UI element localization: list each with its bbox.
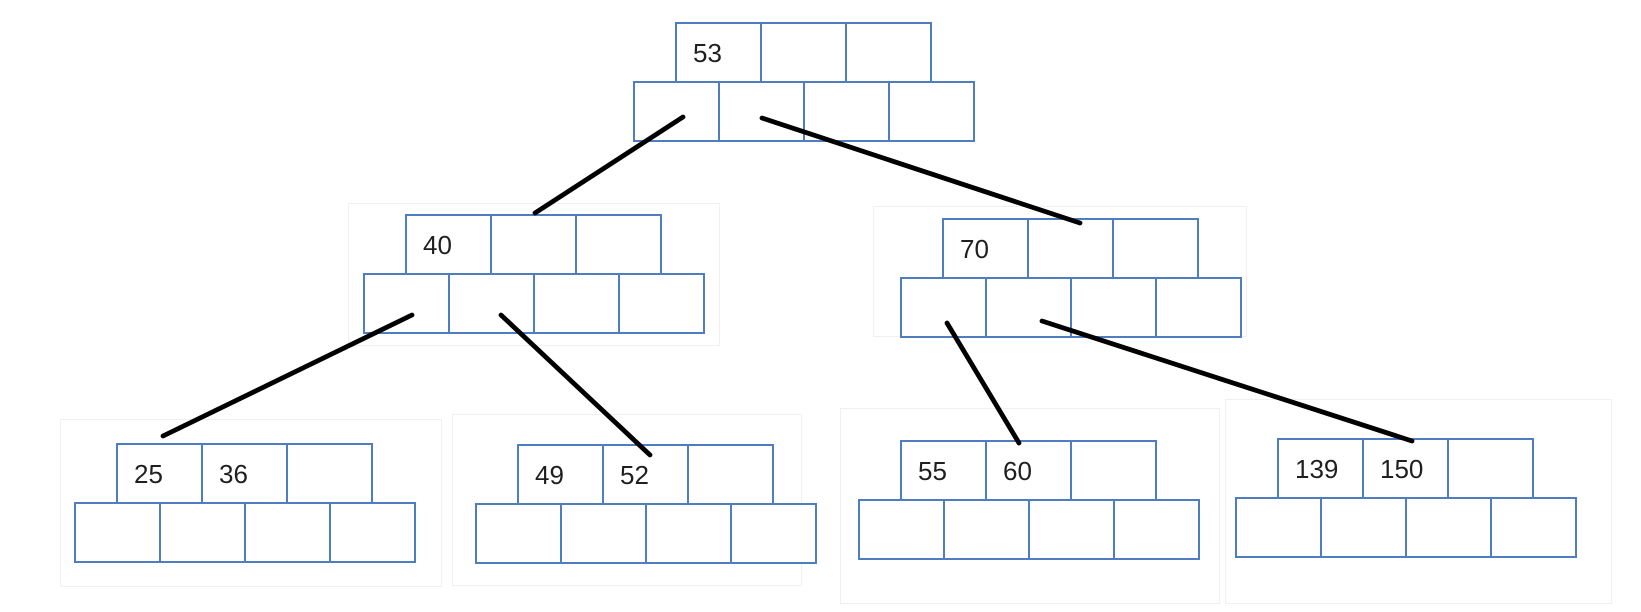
key-cell: 25	[116, 443, 203, 504]
pointer-row	[1235, 497, 1577, 558]
pointer-cell	[858, 499, 945, 560]
pointer-cell	[985, 277, 1072, 338]
pointer-cell	[1155, 277, 1242, 338]
key-value: 60	[1003, 455, 1032, 486]
key-value: 52	[620, 459, 649, 490]
key-cell: 36	[201, 443, 288, 504]
key-cell: 150	[1362, 438, 1449, 499]
pointer-cell	[1235, 497, 1322, 558]
key-cell: 60	[985, 440, 1072, 501]
pointer-row	[74, 502, 416, 563]
key-value: 139	[1295, 453, 1339, 484]
key-value: 150	[1380, 453, 1424, 484]
key-cell: 139	[1277, 438, 1364, 499]
pointer-cell	[943, 499, 1030, 560]
pointer-row	[363, 273, 705, 334]
key-value: 25	[134, 458, 163, 489]
key-cell: 53	[675, 22, 762, 83]
key-row: 55 60	[900, 440, 1200, 501]
pointer-cell	[475, 503, 562, 564]
key-cell	[1112, 218, 1199, 279]
key-value: 49	[535, 459, 564, 490]
pointer-row	[858, 499, 1200, 560]
key-row: 53	[675, 22, 975, 83]
key-value: 55	[918, 455, 947, 486]
pointer-cell	[363, 273, 450, 334]
key-cell	[845, 22, 932, 83]
pointer-cell	[1490, 497, 1577, 558]
key-value: 70	[960, 233, 989, 264]
key-cell: 55	[900, 440, 987, 501]
btree-node-55-60: 55 60	[858, 440, 1200, 560]
pointer-cell	[560, 503, 647, 564]
pointer-row	[900, 277, 1242, 338]
btree-node-139-150: 139 150	[1235, 438, 1577, 558]
key-cell	[1027, 218, 1114, 279]
btree-node-40: 40	[363, 214, 705, 334]
pointer-cell	[1320, 497, 1407, 558]
pointer-cell	[448, 273, 535, 334]
pointer-cell	[533, 273, 620, 334]
pointer-cell	[1405, 497, 1492, 558]
pointer-row	[475, 503, 817, 564]
pointer-cell	[888, 81, 975, 142]
key-value: 53	[693, 37, 722, 68]
key-row: 70	[942, 218, 1242, 279]
key-row: 139 150	[1277, 438, 1577, 499]
pointer-cell	[645, 503, 732, 564]
pointer-cell	[159, 502, 246, 563]
btree-node-root: 53	[633, 22, 975, 142]
key-cell	[1447, 438, 1534, 499]
pointer-cell	[900, 277, 987, 338]
key-row: 25 36	[116, 443, 416, 504]
pointer-cell	[730, 503, 817, 564]
key-row: 49 52	[517, 444, 817, 505]
pointer-cell	[633, 81, 720, 142]
key-cell: 52	[602, 444, 689, 505]
key-cell	[1070, 440, 1157, 501]
ghost-frame-leaf55	[840, 408, 1220, 604]
pointer-cell	[244, 502, 331, 563]
pointer-cell	[1070, 277, 1157, 338]
pointer-cell	[74, 502, 161, 563]
pointer-row	[633, 81, 975, 142]
key-value: 36	[219, 458, 248, 489]
btree-node-70: 70	[900, 218, 1242, 338]
pointer-cell	[718, 81, 805, 142]
pointer-cell	[329, 502, 416, 563]
key-cell: 40	[405, 214, 492, 275]
key-cell	[575, 214, 662, 275]
pointer-cell	[618, 273, 705, 334]
key-cell: 49	[517, 444, 604, 505]
key-cell: 70	[942, 218, 1029, 279]
key-row: 40	[405, 214, 705, 275]
pointer-cell	[1028, 499, 1115, 560]
key-cell	[286, 443, 373, 504]
ghost-frame-leaf139	[1225, 399, 1612, 604]
key-cell	[687, 444, 774, 505]
key-value: 40	[423, 229, 452, 260]
pointer-cell	[803, 81, 890, 142]
btree-node-49-52: 49 52	[475, 444, 817, 564]
btree-node-25-36: 25 36	[74, 443, 416, 563]
key-cell	[760, 22, 847, 83]
pointer-cell	[1113, 499, 1200, 560]
key-cell	[490, 214, 577, 275]
